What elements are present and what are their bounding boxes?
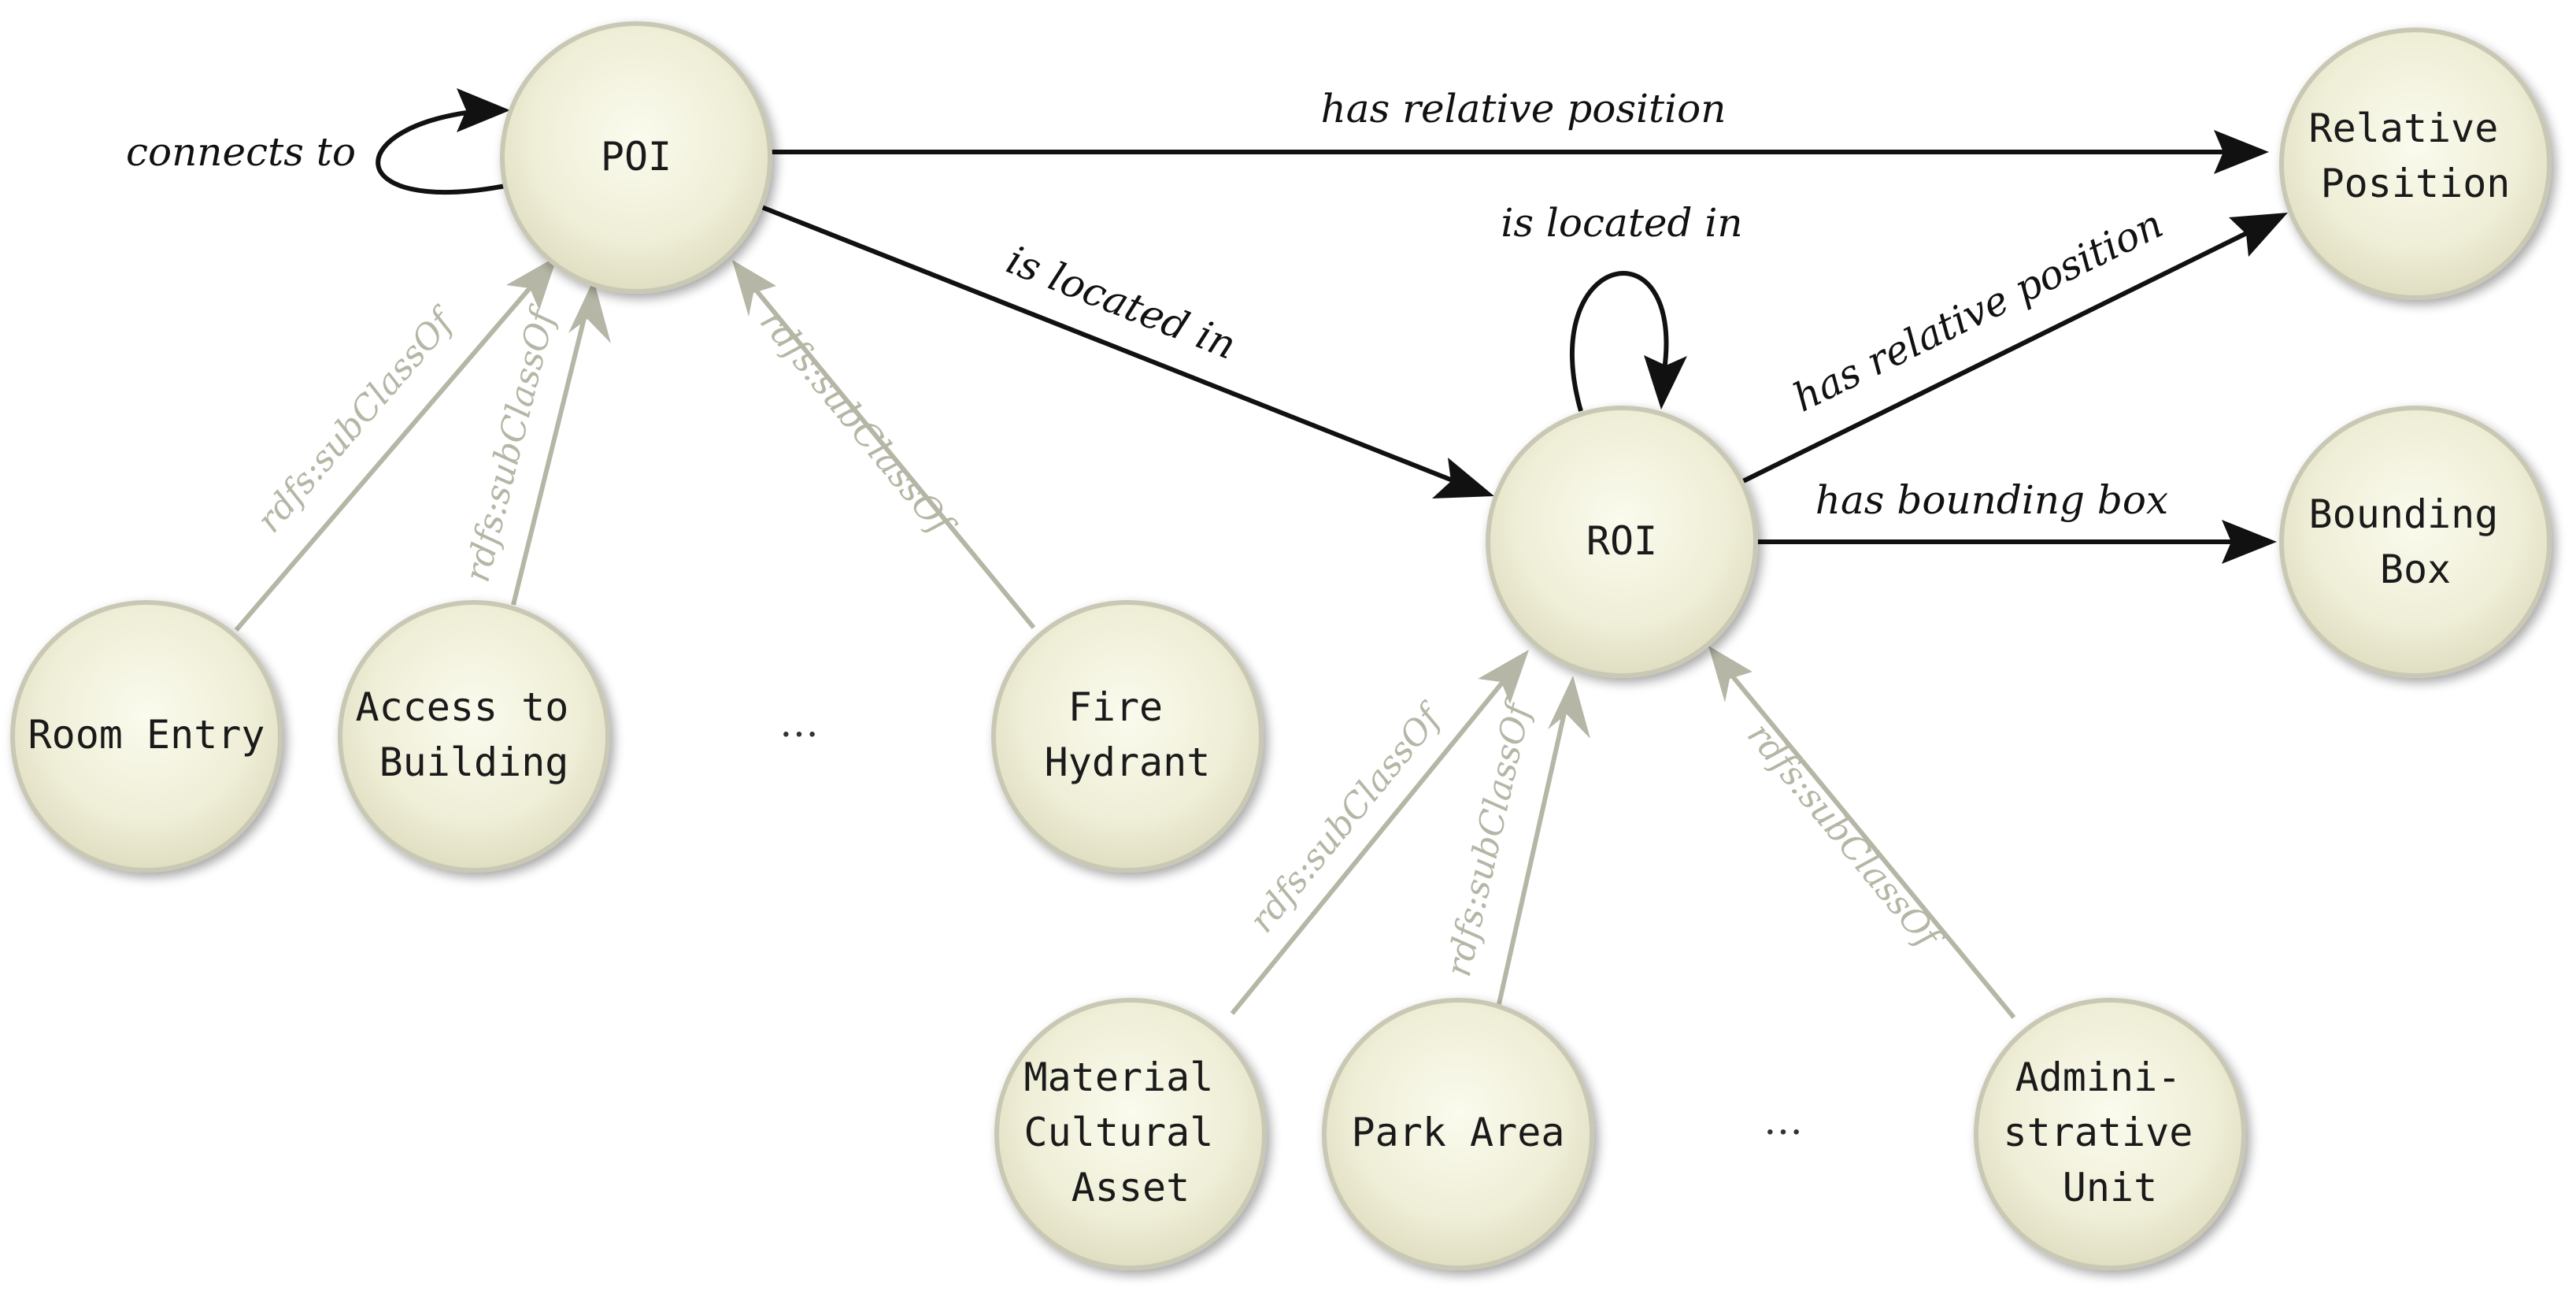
roi-has-bounding-box-label: has bounding box [1815, 477, 2169, 523]
nodes [10, 21, 2552, 1270]
material-cultural-asset-line-1: Material [1024, 1055, 1214, 1100]
access-to-building-subclass-arrowhead [568, 280, 611, 343]
fire-hydrant-line-1: Fire [1068, 684, 1163, 730]
poi-node[interactable] [500, 21, 772, 294]
material-cultural-asset-node[interactable] [994, 998, 1267, 1270]
is-located-in-arrowhead [1432, 458, 1494, 499]
relative-position-line-2: Position [2321, 161, 2511, 206]
administrative-unit-subclass-arrowhead [1708, 646, 1752, 702]
roi-has-relative-position-label: has relative position [1786, 201, 2171, 421]
fire-hydrant-subclass-label: rdfs:subClassOf [752, 302, 963, 546]
fire-hydrant-subclass-arrowhead [732, 260, 776, 317]
roi-has-relative-position-edge [1740, 224, 2261, 484]
administrative-unit-subclass-label: rdfs:subClassOf [1739, 715, 1950, 959]
connects-to-arrowhead [457, 88, 510, 132]
roi-is-located-in-label: is located in [1501, 200, 1742, 246]
poi-is-located-in-edge [754, 202, 1458, 484]
administrative-unit-node[interactable] [1974, 998, 2246, 1270]
edge-arrowheads [457, 88, 2288, 564]
administrative-unit-line-3: Unit [2063, 1165, 2157, 1210]
access-to-building-label: Access to Building [355, 684, 592, 785]
material-cultural-asset-line-3: Asset [1071, 1165, 1190, 1210]
roi-node[interactable] [1486, 406, 1758, 678]
fire-hydrant-subclass-edge [753, 288, 1036, 629]
park-area-node[interactable] [1322, 998, 1594, 1270]
roi-subclass-ellipsis: … [1764, 1098, 1803, 1143]
administrative-unit-subclass-edge [1730, 674, 2016, 1019]
poi-has-relative-position-label: has relative position [1321, 86, 1727, 132]
roi-relative-position-arrowhead [2229, 213, 2288, 257]
access-to-building-line-1: Access to [355, 684, 568, 730]
has-bounding-box-arrowhead [2222, 520, 2277, 564]
park-area-label: Park Area [1352, 1110, 1565, 1155]
material-cultural-asset-subclass-edge [1230, 677, 1508, 1015]
access-to-building-subclass-label: rdfs:subClassOf [457, 301, 564, 586]
bounding-box-line-1: Bounding [2309, 491, 2499, 537]
room-entry-subclass-edge [234, 282, 536, 632]
administrative-unit-line-1: Admini- [2015, 1055, 2182, 1100]
fire-hydrant-line-2: Hydrant [1045, 739, 1211, 785]
park-area-subclass-label: rdfs:subClassOf [1438, 695, 1540, 980]
park-area-subclass-arrowhead [1548, 676, 1590, 739]
bounding-box-node[interactable] [2279, 406, 2552, 678]
fire-hydrant-node[interactable] [991, 600, 1264, 873]
fire-hydrant-label: Fire Hydrant [1045, 684, 1211, 785]
room-entry-subclass-label: rdfs:subClassOf [249, 299, 464, 540]
roi-label: ROI [1586, 518, 1657, 564]
subclass-arrowheads [506, 256, 1752, 739]
material-cultural-asset-line-2: Cultural [1024, 1110, 1214, 1155]
material-cultural-asset-subclass-label: rdfs:subClassOf [1242, 695, 1452, 940]
material-cultural-asset-label: Material Cultural Asset [1024, 1055, 1238, 1210]
administrative-unit-line-2: strative [2004, 1110, 2193, 1155]
node-labels: POI ROI Relative Position Bounding Box R… [28, 106, 2522, 1210]
roi-self-loop-arrowhead [1644, 355, 1687, 410]
poi-label: POI [601, 134, 672, 180]
roi-is-located-in-edge [1570, 271, 1669, 412]
relative-position-line-1: Relative [2309, 106, 2499, 151]
poi-connects-to-edge [376, 108, 506, 195]
edges [376, 108, 2261, 544]
poi-subclass-ellipsis: … [779, 700, 819, 746]
park-area-subclass-edge [1497, 712, 1567, 1005]
access-to-building-node[interactable] [338, 600, 610, 873]
room-entry-label: Room Entry [28, 712, 265, 758]
connects-to-label: connects to [126, 129, 356, 175]
room-entry-node[interactable] [10, 600, 283, 873]
relative-position-node[interactable] [2279, 28, 2552, 300]
access-to-building-line-2: Building [379, 739, 569, 785]
room-entry-subclass-arrowhead [506, 256, 557, 310]
administrative-unit-label: Admini- strative Unit [2004, 1055, 2217, 1210]
bounding-box-label: Bounding Box [2309, 491, 2522, 592]
has-relative-position-arrowhead [2214, 130, 2269, 174]
access-to-building-subclass-edge [511, 314, 587, 606]
bounding-box-line-2: Box [2380, 547, 2451, 592]
relative-position-label: Relative Position [2309, 106, 2522, 206]
subclass-edges [234, 282, 2016, 1019]
material-cultural-asset-subclass-arrowhead [1478, 650, 1529, 704]
